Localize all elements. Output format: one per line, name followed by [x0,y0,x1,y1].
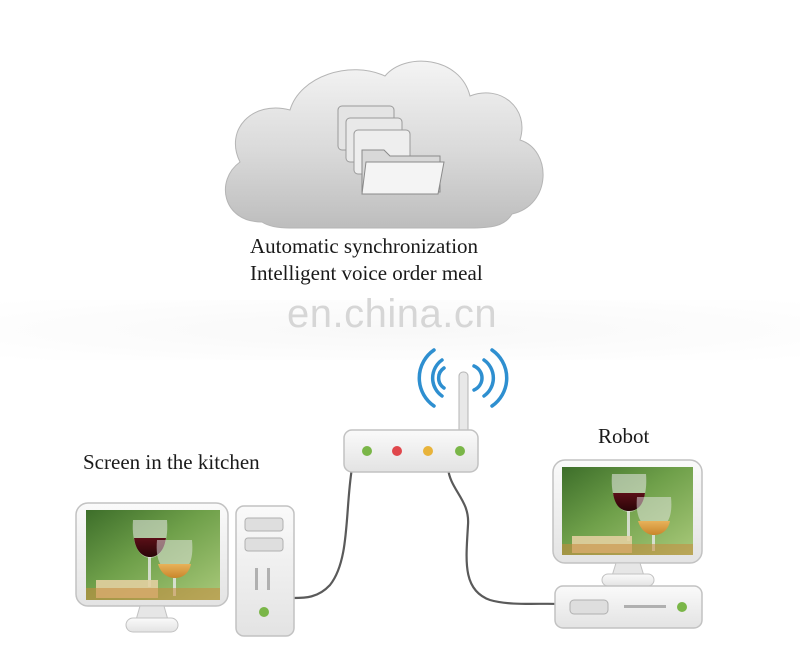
cloud-caption-line-2: Intelligent voice order meal [250,261,483,286]
router-led-red [392,446,402,456]
network-cables [293,468,560,604]
kitchen-screen [76,503,228,632]
router-led-yellow [423,446,433,456]
kitchen-screen-label: Screen in the kitchen [83,450,260,475]
cable-router-to-robot [448,468,560,604]
watermark: en.china.cn [287,292,497,337]
router-led-green [455,446,465,456]
router-icon [344,372,478,472]
robot-base-unit [555,586,702,628]
power-led [677,602,687,612]
router-led-green [362,446,372,456]
power-led [259,607,269,617]
robot-screen [553,460,702,586]
robot-label: Robot [598,424,649,449]
cloud-caption-line-1: Automatic synchronization [250,234,478,259]
kitchen-pc-tower [236,506,294,636]
router-antenna [459,372,468,434]
cable-router-to-kitchen-pc [293,468,352,598]
